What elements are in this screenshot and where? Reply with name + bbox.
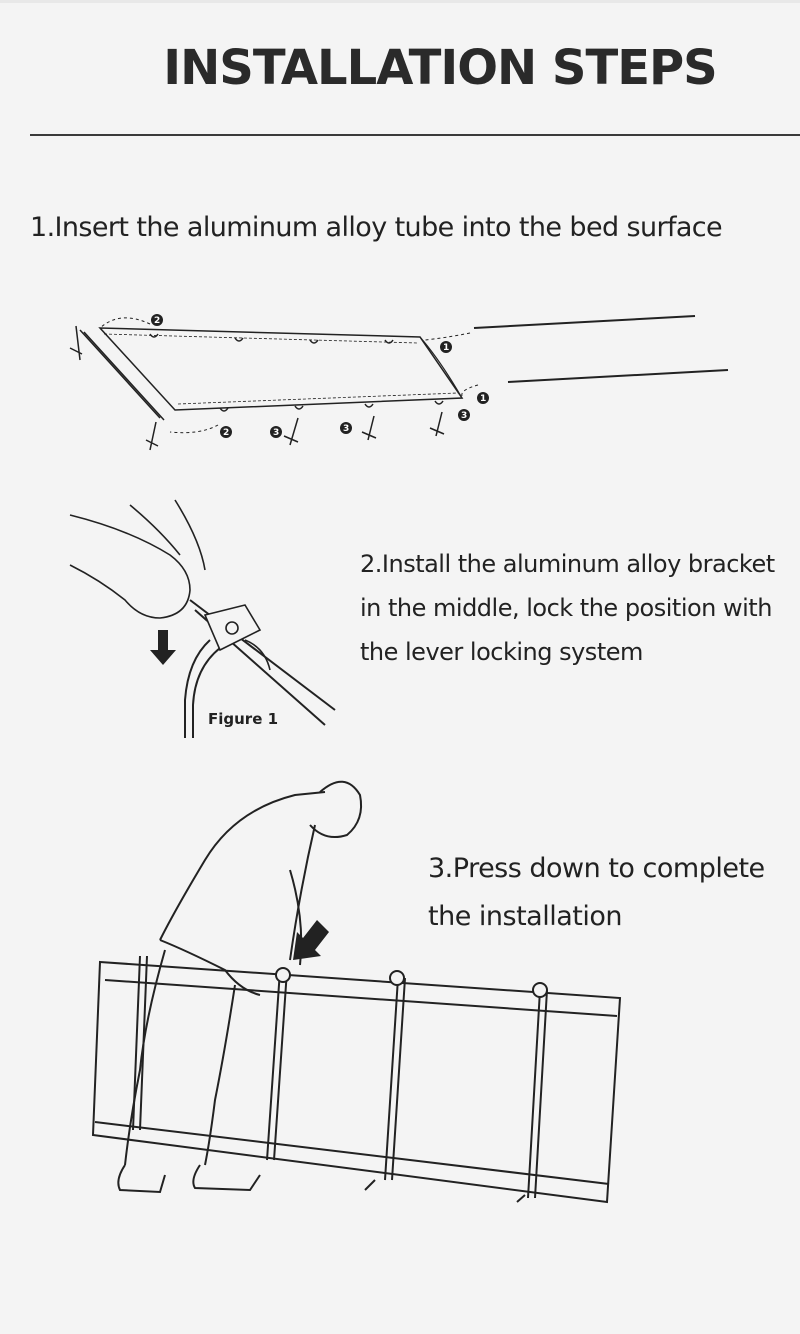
step-2-line: the lever locking system (360, 638, 643, 666)
step-3-line: the installation (428, 901, 622, 932)
svg-text:1: 1 (480, 394, 486, 404)
step-1-illustration: 2 1 1 2 3 3 3 (69, 314, 729, 451)
page-title: INSTALLATION STEPS (163, 40, 718, 96)
svg-text:2: 2 (223, 428, 229, 438)
step-1-callout-markers: 2 1 1 2 3 3 3 (151, 314, 489, 438)
step-2-line: 2.Install the aluminum alloy bracket (360, 550, 775, 578)
figure-1-label: Figure 1 (208, 710, 278, 728)
step-3-text: 3.Press down to complete the installatio… (428, 845, 788, 941)
step-2-line: in the middle, lock the position with (360, 594, 772, 622)
step-3-illustration (91, 780, 622, 1204)
title-divider (30, 134, 800, 136)
svg-text:3: 3 (461, 411, 467, 421)
svg-text:3: 3 (343, 424, 349, 434)
svg-text:3: 3 (273, 428, 279, 438)
step-2-text: 2.Install the aluminum alloy bracket in … (360, 542, 800, 674)
step-1-line: 1.Insert the aluminum alloy tube into th… (30, 212, 723, 243)
step-1-text: 1.Insert the aluminum alloy tube into th… (30, 212, 723, 243)
press-down-arrow-icon (293, 920, 329, 960)
svg-text:2: 2 (154, 316, 160, 326)
step-2-illustration: Figure 1 (69, 499, 336, 738)
top-border-strip (0, 0, 800, 3)
down-arrow-icon (150, 630, 176, 665)
step-3-line: 3.Press down to complete (428, 853, 765, 884)
svg-text:1: 1 (443, 343, 449, 353)
